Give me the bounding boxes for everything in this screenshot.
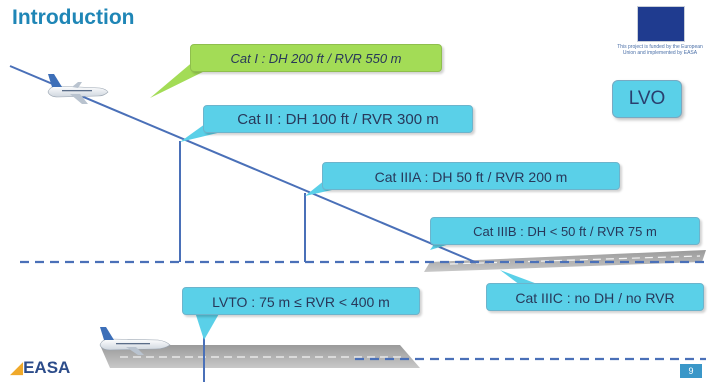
lvto-callout: LVTO : 75 m ≤ RVR < 400 m	[182, 287, 420, 315]
lvo-badge: LVO	[612, 80, 682, 118]
page-number: 9	[680, 364, 702, 378]
cat1-callout: Cat I : DH 200 ft / RVR 550 m	[190, 44, 442, 72]
cat2-callout: Cat II : DH 100 ft / RVR 300 m	[203, 105, 473, 133]
approaching-aircraft-icon	[47, 74, 109, 104]
eu-funding-caption: This project is funded by the European U…	[617, 44, 703, 56]
departing-aircraft-icon	[99, 327, 171, 355]
takeoff-runway	[100, 345, 420, 368]
easa-logo: ◢EASA	[10, 358, 70, 380]
cat3a-callout: Cat IIIA : DH 50 ft / RVR 200 m	[322, 162, 620, 190]
cat3c-pointer	[500, 270, 540, 285]
easa-mark-icon: ◢	[10, 358, 24, 377]
page-title: Introduction	[12, 6, 135, 29]
lvto-pointer	[195, 312, 220, 340]
cat3c-callout: Cat IIIC : no DH / no RVR	[486, 283, 704, 311]
easa-logo-text: EASA	[23, 358, 71, 377]
glide-path-line	[9, 65, 476, 263]
cat3b-callout: Cat IIIB : DH < 50 ft / RVR 75 m	[430, 217, 700, 245]
eu-flag-icon	[637, 6, 685, 42]
